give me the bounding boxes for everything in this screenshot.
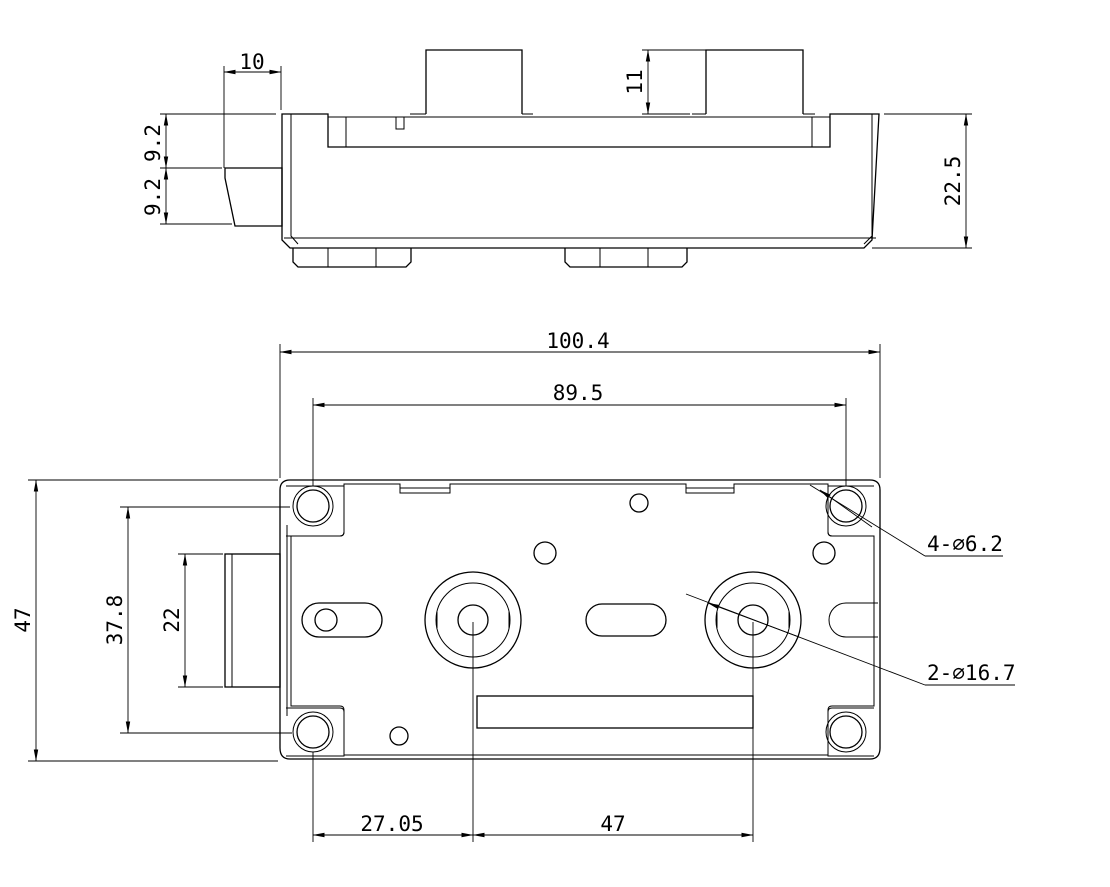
side-view: 10 9.2 9.2 11 22.5 [141,49,972,268]
dim-upper-height: 9.2 [141,124,165,162]
mount-hole [296,489,330,523]
dim-overall-width: 100.4 [546,329,609,353]
dim-lower-height: 9.2 [141,178,165,216]
dim-hole-span: 89.5 [553,381,604,405]
dim-overall-height: 47 [11,607,35,632]
mount-hole [829,489,863,523]
dim-center-offset: 27.05 [360,812,423,836]
dim-total-height: 22.5 [941,156,965,207]
dim-center-spacing: 47 [600,812,625,836]
mount-hole [829,715,863,749]
mount-hole [296,715,330,749]
dim-flange-width: 10 [239,50,264,74]
callout-main-holes: 2-⌀16.7 [927,661,1016,685]
dim-flange-height: 22 [160,607,184,632]
dim-connector-height: 11 [623,69,647,94]
callout-mount-holes: 4-⌀6.2 [927,532,1003,556]
top-view: 100.4 89.5 47 37.8 22 27.05 47 4-⌀6. [11,329,1016,842]
dim-hole-height: 37.8 [103,595,127,646]
